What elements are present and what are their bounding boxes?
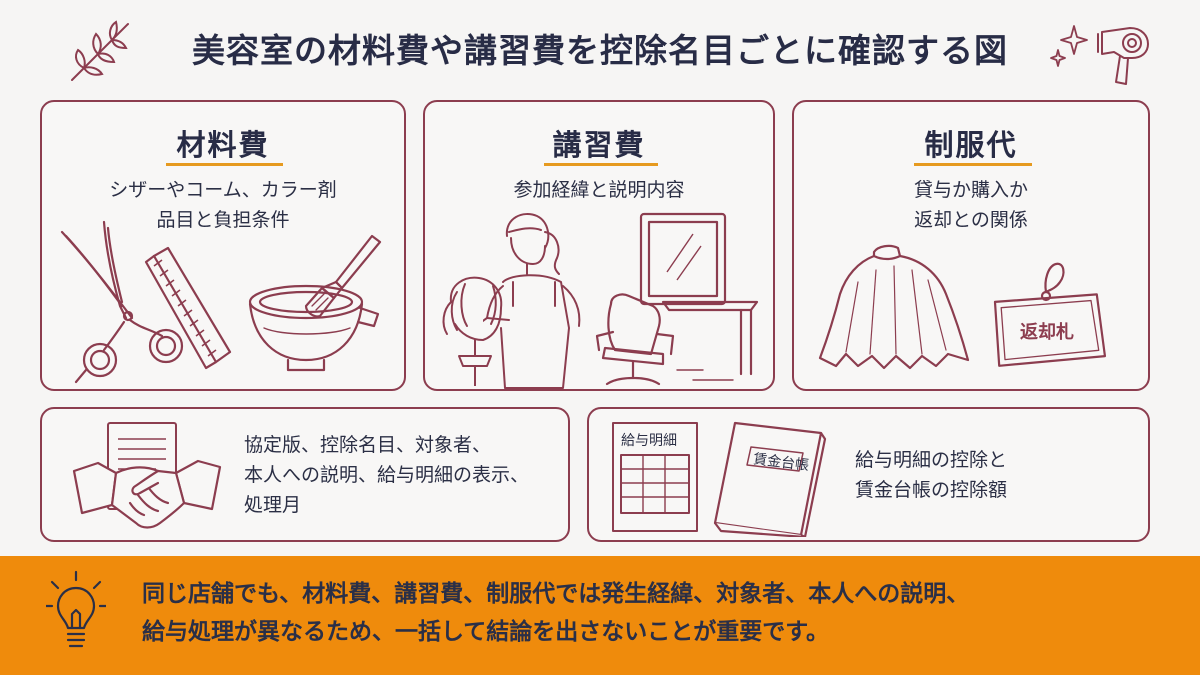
training-desc-line: 参加経緯と説明内容 [513, 179, 685, 201]
uniform-desc-line: 貸与か購入か [913, 179, 1028, 201]
stylist-icon [483, 213, 581, 389]
mannequin-head-icon [442, 276, 503, 386]
training-card: 講習費 参加経緯と説明内容 [423, 100, 775, 391]
handshake-icon [72, 459, 222, 529]
agreement-line: 処理月 [244, 494, 302, 516]
hair-dryer-icon [1097, 27, 1149, 85]
training-card-title: 講習費 [552, 128, 646, 162]
materials-title-underline [166, 163, 283, 166]
payslip-label: 給与明細 [621, 433, 677, 449]
leaf-branch-icon [71, 20, 129, 81]
payslip-text: 給与明細の控除と 賃金台帳の控除額 [855, 445, 1007, 505]
sparkle-icon [1050, 25, 1088, 67]
conclusion-banner [0, 556, 1200, 675]
conclusion-line: 給与処理が異なるため、一括して結論を出さないことが重要です。 [142, 619, 830, 645]
agreement-text: 協定版、控除名目、対象者、 本人への説明、給与明細の表示、 処理月 [244, 430, 529, 520]
uniform-card-description: 貸与か購入か 返却との関係 [794, 175, 1148, 235]
cape-icon [818, 244, 970, 370]
payslip-line: 賃金台帳の控除額 [855, 479, 1008, 501]
uniform-desc-line: 返却との関係 [914, 209, 1028, 231]
materials-desc-line: 品目と負担条件 [156, 209, 290, 231]
scissors-icon [60, 220, 184, 384]
training-card-description: 参加経緯と説明内容 [425, 175, 773, 205]
mirror-icon [639, 212, 727, 306]
salon-chair-icon [595, 293, 759, 386]
ledger-label: 賃金台帳 [752, 451, 810, 474]
tag-icon: 返却札 [993, 262, 1106, 367]
brush-icon [304, 234, 382, 318]
page-title: 美容室の材料費や講習費を控除名目ごとに確認する図 [192, 31, 1008, 70]
conclusion-line: 同じ店舗でも、材料費、講習費、制服代では発生経緯、対象者、本人への説明、 [142, 581, 970, 607]
training-title-underline [544, 163, 658, 166]
tag-label: 返却札 [1020, 321, 1074, 343]
payslip-icon: 給与明細 [612, 422, 698, 532]
materials-card-title: 材料費 [176, 128, 270, 162]
conclusion-text: 同じ店舗でも、材料費、講習費、制服代では発生経緯、対象者、本人への説明、 給与処… [142, 575, 969, 651]
color-bowl-icon [248, 234, 382, 372]
payslip-card: 給与明細 賃金台帳 給与明細の控除と 賃金台帳の控除額 [587, 407, 1150, 542]
materials-card: 材料費 シザーやコーム、カラー剤 品目と負担条件 [40, 100, 406, 391]
materials-desc-line: シザーやコーム、カラー剤 [109, 179, 337, 201]
uniform-card: 制服代 貸与か購入か 返却との関係 返却札 [792, 100, 1150, 391]
materials-card-description: シザーやコーム、カラー剤 品目と負担条件 [42, 175, 404, 235]
payslip-line: 給与明細の控除と [855, 449, 1008, 471]
ledger-book-icon: 賃金台帳 [713, 421, 827, 537]
agreement-line: 本人への説明、給与明細の表示、 [244, 464, 530, 486]
agreement-line: 協定版、控除名目、対象者、 [244, 434, 492, 456]
comb-icon [144, 246, 232, 370]
agreement-card: 協定版、控除名目、対象者、 本人への説明、給与明細の表示、 処理月 [40, 407, 570, 542]
uniform-title-underline [914, 163, 1032, 166]
lightbulb-icon [46, 570, 106, 648]
uniform-card-title: 制服代 [924, 128, 1018, 162]
